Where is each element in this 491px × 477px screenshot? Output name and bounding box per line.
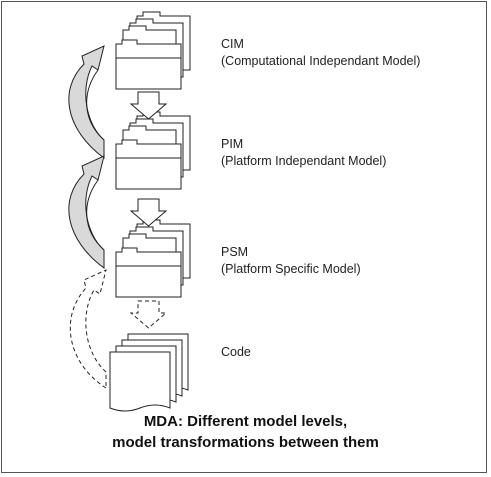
cim-label: CIM: [221, 37, 244, 51]
code-document-icon: [109, 333, 189, 412]
down-arrow-pim-to-psm: [129, 198, 168, 227]
pim-model-icon: [115, 111, 191, 190]
down-arrow-psm-to-code-dashed: [129, 300, 168, 329]
caption-line-1: MDA: Different model levels,: [143, 413, 348, 430]
cim-description: (Computational Independant Model): [221, 54, 421, 68]
cim-model-icon: [115, 11, 191, 90]
curved-arrow-psm-to-pim: [68, 155, 105, 269]
down-arrow-cim-to-pim: [129, 91, 168, 120]
curved-arrow-pim-to-cim: [68, 45, 105, 159]
pim-label: PIM: [221, 137, 244, 151]
code-label: Code: [221, 345, 251, 359]
curved-arrow-code-to-psm-dashed: [69, 269, 107, 389]
psm-label: PSM: [221, 245, 249, 259]
psm-model-icon: [115, 219, 191, 298]
caption-line-2: model transformations between them: [112, 434, 379, 451]
pim-description: (Platform Independant Model): [221, 154, 387, 168]
psm-description: (Platform Specific Model): [221, 262, 361, 276]
